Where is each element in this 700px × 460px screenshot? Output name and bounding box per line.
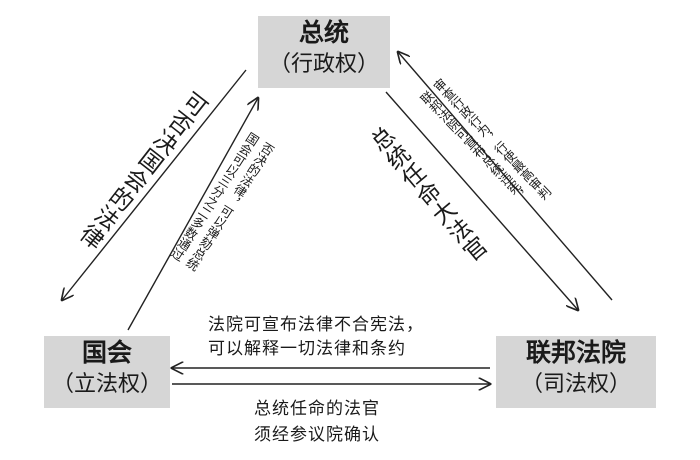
arrow-court-to-president [398,52,613,301]
label-congress-to-court-line2: 须经参议院确认 [254,425,380,445]
arrow-president-to-court [385,91,578,310]
president-name: 总统 [298,18,349,47]
court-role: （司法权） [520,372,631,397]
label-court-to-congress-line2: 可以解释一切法律和条约 [208,339,406,359]
congress-role: （立法权） [51,372,162,397]
congress-box: 国会 （立法权） [44,336,170,408]
arrow-congress-to-president [127,98,258,331]
label-court-to-congress-line1: 法院可宣布法律不合宪法， [208,315,424,335]
arrow-president-to-congress [62,69,247,300]
court-name: 联邦法院 [525,338,626,367]
congress-name: 国会 [81,338,132,367]
president-box: 总统 （行政权） [258,16,390,88]
label-congress-to-court-line1: 总统任命的法官 [254,399,380,419]
court-box: 联邦法院 （司法权） [496,336,656,408]
president-role: （行政权） [268,52,379,77]
